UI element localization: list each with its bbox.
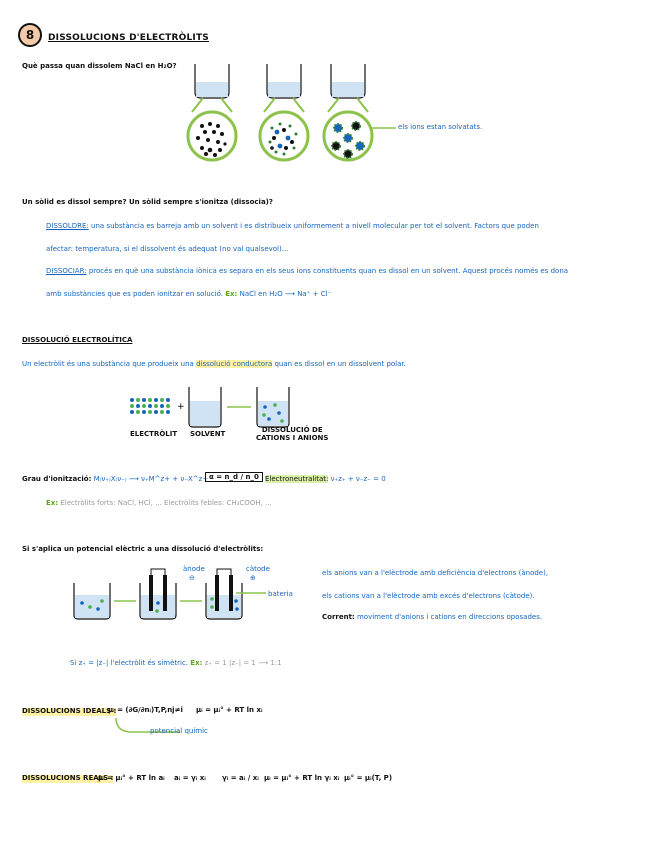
electrolyte-definition: Un electròlit és una substància que prod… <box>22 360 406 369</box>
real-equation-1: μᵢ = μᵢ° + RT ln aᵢ <box>98 774 165 782</box>
symmetric-line: Si z₊ = |z₋| l'electròlit és simètric. E… <box>70 659 282 668</box>
real-equation-5: μᵢ° = μᵢ(T, P) <box>344 774 393 782</box>
electrolysis-diagram <box>73 568 266 620</box>
dissociar-line-2: amb substàncies que es poden ionitzar en… <box>46 290 332 299</box>
ionization-label: Grau d'ionització: <box>22 475 92 483</box>
example-text: NaCl en H₂O ⟶ Na⁺ + Cl⁻ <box>239 290 332 298</box>
electrolyte-ex-label: Ex: <box>46 499 59 507</box>
electroneutral-line: Electroneutralitat: ν₊z₊ + ν₋z₋ = 0 <box>265 475 386 484</box>
dissociar-text-1: procés en què una substància iònica es s… <box>88 267 569 275</box>
symmetric-ex-text: z₊ = 1 |z₋| = 1 ⟶ 1:1 <box>204 659 282 667</box>
symmetric-text: Si z₊ = |z₋| l'electròlit és simètric. <box>70 659 189 667</box>
potential-line-2: els cations van a l'elèctrode amb excés … <box>322 592 535 600</box>
electrolyte-ex-text: Electròlits forts: NaCl, HCl, ... Electr… <box>60 499 272 507</box>
beaker-1 <box>186 64 238 162</box>
svg-text:+: + <box>177 402 185 412</box>
example-label: Ex: <box>225 290 238 298</box>
dissoldre-text-1: una substància es barreja amb un solvent… <box>91 222 539 230</box>
definition-part-1: Un electròlit és una substància que prod… <box>22 360 194 368</box>
label-dissolucio-line-2: CATIONS I ANIONS <box>256 433 329 442</box>
battery-label: bateria <box>268 590 293 598</box>
section-title: DISSOLUCIONS D'ELECTRÒLITS <box>48 33 209 43</box>
electroneutral-equation: ν₊z₊ + ν₋z₋ = 0 <box>330 475 386 483</box>
solid-question: Un sòlid es dissol sempre? Un sòlid semp… <box>22 198 273 206</box>
ideal-mu-equation: μᵢ = μᵢ° + RT ln xᵢ <box>196 706 263 714</box>
anode-label: ànode <box>183 565 205 573</box>
label-electrolit: ELECTRÒLIT <box>130 430 178 438</box>
anode-sign: ⊖ <box>189 574 195 582</box>
electroneutral-label: Electroneutralitat: <box>265 475 329 483</box>
potential-intro: Si s'aplica un potencial elèctric a una … <box>22 545 264 553</box>
real-equation-3: γᵢ = aᵢ / xᵢ <box>222 774 259 782</box>
alpha-formula: α = n_d / n_0 <box>205 472 263 482</box>
cathode-sign: ⊕ <box>250 574 256 582</box>
definition-highlight: dissolució conductora <box>196 360 273 368</box>
beaker-2 <box>258 64 310 162</box>
ideal-label: DISSOLUCIONS IDEALS : <box>22 707 117 716</box>
electrolyte-grid <box>130 398 170 414</box>
real-equation-4: μᵢ = μᵢ° + RT ln γᵢ xᵢ <box>264 774 340 782</box>
current-line: Corrent: moviment d'anions i cations en … <box>322 613 543 622</box>
dissoldre-line-1: DISSOLDRE: una substància es barreja amb… <box>46 222 539 231</box>
current-label: Corrent: <box>322 613 355 621</box>
electrolytic-heading: DISSOLUCIÓ ELECTROLÍTICA <box>22 336 133 344</box>
label-dissolucio-line-1: DISSOLUCIÓ DE <box>261 426 323 434</box>
ideal-mu-definition: μᵢ = (∂G/∂nᵢ)T,P,nj≠i <box>108 706 183 714</box>
beaker-3 <box>322 64 396 162</box>
dissociar-text-2: amb substàncies que es poden ionitzar en… <box>46 290 223 298</box>
dissolution-diagram: + <box>130 387 290 428</box>
current-text: moviment d'anions i cations en direccion… <box>356 613 543 621</box>
dissoldre-term: DISSOLDRE: <box>46 222 89 230</box>
label-dissolucio: DISSOLUCIÓ DE CATIONS I ANIONS <box>256 426 329 442</box>
potential-line-1: els anions van a l'elèctrode amb deficiè… <box>322 569 549 577</box>
solvation-illustration <box>186 64 396 162</box>
dissociar-line-1: DISSOCIAR: procés en què una substància … <box>46 267 569 276</box>
symmetric-ex-label: Ex: <box>190 659 203 667</box>
section-number: 8 <box>18 23 42 47</box>
electrolyte-examples: Ex: Electròlits forts: NaCl, HCl, ... El… <box>46 499 272 508</box>
definition-part-2: quan es dissol en un dissolvent polar. <box>274 360 406 368</box>
dissociar-term: DISSOCIAR: <box>46 267 87 275</box>
real-equation-2: aᵢ = γᵢ xᵢ <box>174 774 206 782</box>
real-label: DISSOLUCIONS REALS : <box>22 774 114 783</box>
intro-question: Què passa quan dissolem NaCl en H₂O? <box>22 62 177 70</box>
ionization-line: Grau d'ionització: M₍ν₊₎X₍ν₋₎ ⟶ ν₊M^z+ +… <box>22 475 209 484</box>
cathode-label: càtode <box>246 565 270 573</box>
label-solvent: SOLVENT <box>190 430 226 438</box>
ionization-equation: M₍ν₊₎X₍ν₋₎ ⟶ ν₊M^z+ + ν₋X^z− <box>93 475 209 483</box>
dissoldre-text-2: afectar: temperatura, si el dissolvent é… <box>46 245 289 253</box>
ions-note: els ions estan solvatats. <box>398 123 483 131</box>
ideal-note-pointer <box>115 717 180 733</box>
ideal-note: potencial químic <box>150 727 208 735</box>
